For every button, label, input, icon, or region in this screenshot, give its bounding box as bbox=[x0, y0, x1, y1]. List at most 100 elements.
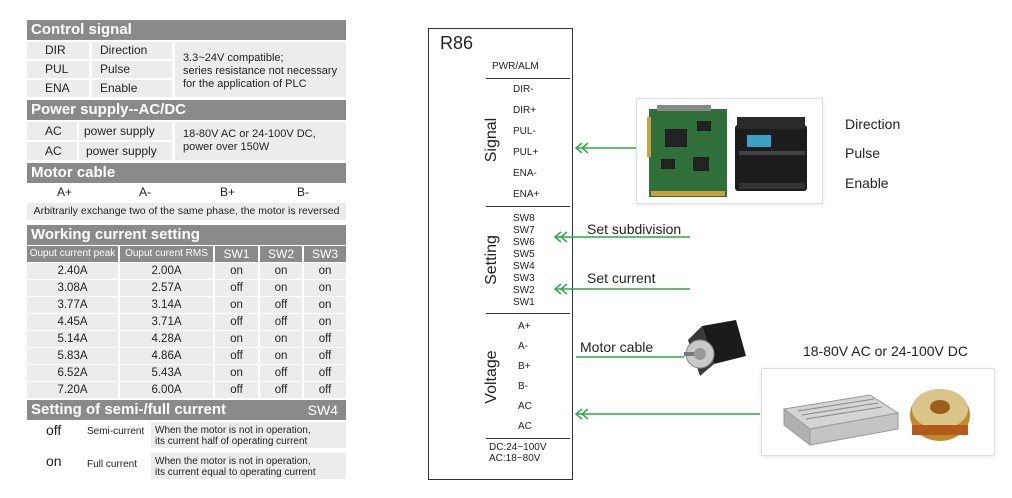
set-subdivision-label: Set subdivision bbox=[587, 221, 682, 237]
set-current-label: Set current bbox=[587, 270, 656, 286]
pin-sw5: SW5 bbox=[513, 249, 535, 260]
current-cell-sw3: on bbox=[304, 314, 346, 330]
control-note-line-2: series resistance not necessary bbox=[183, 65, 338, 77]
current-cell-sw2: on bbox=[260, 280, 302, 296]
pin-b-minus: B- bbox=[297, 185, 309, 199]
current-cell-sw1: off bbox=[215, 314, 258, 330]
stepper-motor-icon bbox=[684, 320, 746, 376]
control-row-pul-name: Pulse bbox=[92, 61, 172, 78]
power-row-2-code: AC bbox=[27, 142, 77, 160]
power-row-1-name: power supply bbox=[79, 122, 172, 140]
current-cell-sw1: on bbox=[215, 331, 258, 347]
control-note-line-3: for the application of PLC bbox=[183, 78, 307, 90]
current-cell-peak: 5.14A bbox=[27, 331, 118, 347]
working-current-header: Working current setting bbox=[27, 225, 346, 245]
control-note-line-1: 3.3~24V compatible; bbox=[183, 52, 284, 64]
full-row-mode: Full current bbox=[84, 453, 150, 479]
semi-row-desc: When the motor is not in operation, its … bbox=[151, 422, 346, 448]
pwr-alm-label: PWR/ALM bbox=[492, 61, 539, 72]
pin-sw7: SW7 bbox=[513, 225, 535, 236]
current-cell-sw1: off bbox=[215, 348, 258, 364]
pin-sw8: SW8 bbox=[513, 213, 535, 224]
driver-box bbox=[428, 28, 573, 480]
voltage-range: DC:24~100V AC:18~80V bbox=[489, 442, 547, 464]
semi-desc-line-2: its current half of operating current bbox=[155, 436, 308, 447]
motor-cable-note: Arbitrarily exchange two of the same pha… bbox=[27, 203, 346, 220]
range-line-ac: AC:18~80V bbox=[489, 453, 541, 464]
current-cell-sw3: off bbox=[304, 331, 346, 347]
current-cell-sw2: on bbox=[260, 263, 302, 279]
working-current-title: Working current setting bbox=[31, 226, 200, 243]
current-cell-rms: 2.00A bbox=[120, 263, 213, 279]
pin-sw2: SW2 bbox=[513, 285, 535, 296]
pin-sw1: SW1 bbox=[513, 297, 535, 308]
note-direction: Direction bbox=[845, 116, 901, 132]
setting-divider bbox=[486, 313, 570, 314]
full-desc-line-2: its current equal to operating current bbox=[155, 467, 316, 478]
pin-b-plus: B+ bbox=[220, 185, 236, 199]
current-cell-rms: 6.00A bbox=[120, 382, 213, 398]
pin-a-plus: A+ bbox=[57, 185, 73, 199]
pin-pul-minus: PUL- bbox=[513, 126, 536, 137]
power-note-line-1: 18-80V AC or 24-100V DC, bbox=[183, 128, 316, 140]
controller-photo bbox=[637, 99, 822, 203]
current-cell-sw3: on bbox=[304, 297, 346, 313]
pin-v-b-minus: B- bbox=[518, 381, 528, 392]
power-supply-header: Power supply--AC/DC bbox=[27, 100, 346, 120]
subdivision-arrow-head bbox=[553, 231, 568, 243]
full-row-desc: When the motor is not in operation, its … bbox=[151, 453, 346, 479]
range-line-dc: DC:24~100V bbox=[489, 442, 547, 453]
current-cell-sw1: on bbox=[215, 365, 258, 381]
th-sw2: SW2 bbox=[260, 246, 302, 262]
current-cell-peak: 5.83A bbox=[27, 348, 118, 364]
th-output-rms: Ouput curent RMS bbox=[120, 246, 213, 262]
current-cell-peak: 3.08A bbox=[27, 280, 118, 296]
control-row-pul-code: PUL bbox=[27, 61, 89, 78]
power-arrow-head bbox=[574, 408, 589, 420]
driver-model: R86 bbox=[440, 33, 474, 53]
pin-dir-minus: DIR- bbox=[513, 84, 534, 95]
pin-sw6: SW6 bbox=[513, 237, 535, 248]
current-cell-sw2: off bbox=[260, 297, 302, 313]
pin-v-a-plus: A+ bbox=[518, 321, 531, 332]
th-output-peak: Ouput current peak bbox=[27, 246, 118, 262]
power-photo bbox=[762, 369, 994, 455]
control-signal-note: 3.3~24V compatible; series resistance no… bbox=[175, 42, 346, 97]
current-cell-sw2: on bbox=[260, 348, 302, 364]
signal-divider bbox=[486, 206, 570, 207]
plc-icon bbox=[735, 117, 807, 191]
signal-arrow-head bbox=[574, 142, 589, 154]
power-row-2-name: power supply bbox=[79, 142, 172, 160]
pin-dir-plus: DIR+ bbox=[513, 105, 537, 116]
current-cell-peak: 7.20A bbox=[27, 382, 118, 398]
control-row-dir-code: DIR bbox=[27, 42, 89, 59]
pin-v-ac-2: AC bbox=[518, 421, 532, 432]
power-supply-label: 18-80V AC or 24-100V DC bbox=[803, 343, 968, 359]
pin-sw3: SW3 bbox=[513, 273, 535, 284]
current-cell-sw2: off bbox=[260, 314, 302, 330]
full-row-state: on bbox=[46, 453, 62, 469]
current-cell-rms: 2.57A bbox=[120, 280, 213, 296]
current-cell-sw3: off bbox=[304, 365, 346, 381]
semi-row-state: off bbox=[46, 422, 62, 438]
toroidal-transformer-icon bbox=[910, 389, 970, 441]
current-cell-sw3: off bbox=[304, 382, 346, 398]
current-cell-rms: 5.43A bbox=[120, 365, 213, 381]
pin-v-ac-1: AC bbox=[518, 401, 532, 412]
pin-a-minus: A- bbox=[139, 185, 151, 199]
current-cell-sw1: on bbox=[215, 297, 258, 313]
control-row-dir-name: Direction bbox=[92, 42, 172, 59]
pin-pul-plus: PUL+ bbox=[513, 147, 539, 158]
control-signal-title: Control signal bbox=[31, 21, 132, 38]
motor-cable-pins: A+ A- B+ B- bbox=[27, 184, 346, 200]
current-cell-rms: 3.71A bbox=[120, 314, 213, 330]
current-cell-peak: 2.40A bbox=[27, 263, 118, 279]
current-cell-sw2: off bbox=[260, 382, 302, 398]
current-cell-rms: 4.86A bbox=[120, 348, 213, 364]
motor-cable-title: Motor cable bbox=[31, 164, 116, 181]
pin-ena-plus: ENA+ bbox=[513, 189, 540, 200]
current-cell-sw2: on bbox=[260, 331, 302, 347]
power-note-line-2: power over 150W bbox=[183, 141, 270, 153]
th-sw3: SW3 bbox=[304, 246, 346, 262]
